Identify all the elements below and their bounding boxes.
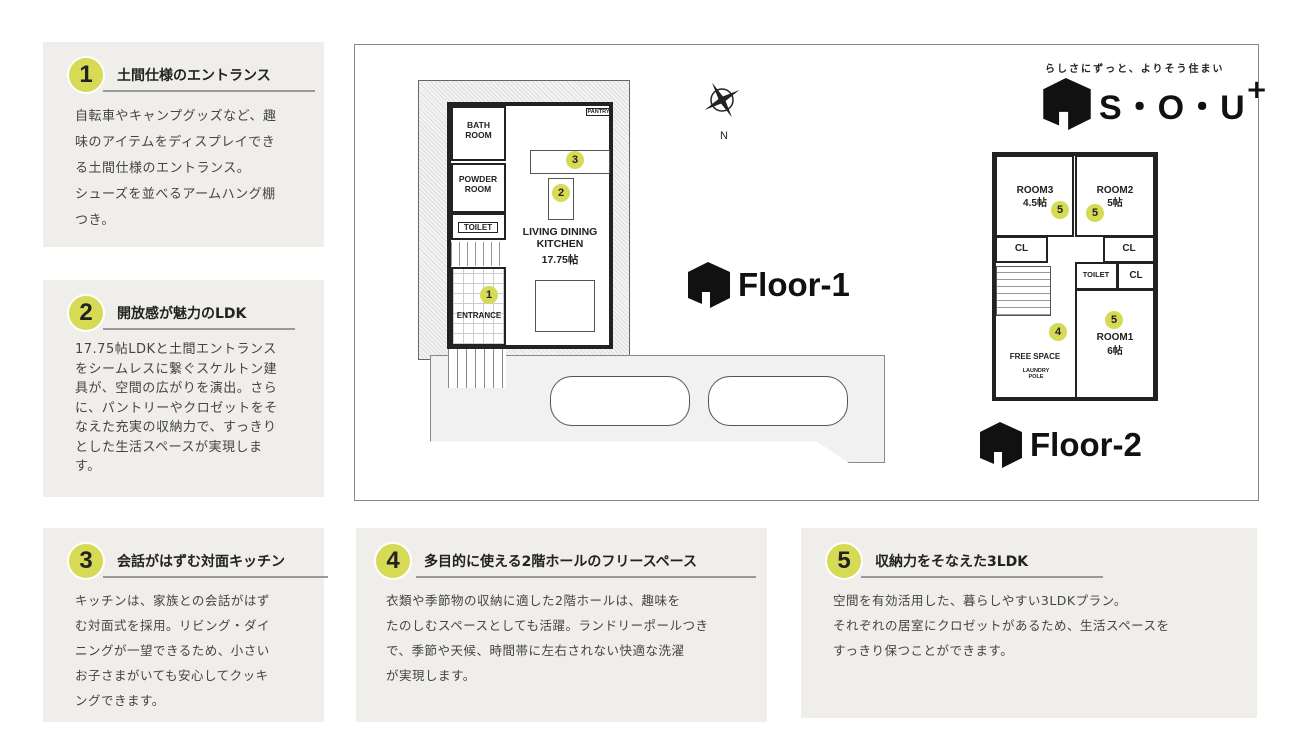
feature-card-2: 2 開放感が魅力のLDK 17.75帖LDKと土間エントランスをシームレスに繋ぐス… [43, 280, 324, 497]
car-icon [708, 376, 848, 426]
laundry-pole-label: LAUNDRY POLE [1022, 368, 1050, 381]
pantry-label: PANTRY [586, 108, 611, 117]
marker-5: 5 [1086, 204, 1104, 222]
marker-1: 1 [480, 286, 498, 304]
divider [103, 576, 328, 578]
feature-number-badge: 4 [374, 542, 412, 580]
car-icon [550, 376, 690, 426]
brand-logo: S・O・U + [1043, 75, 1267, 130]
feature-card-4: 4 多目的に使える2階ホールのフリースペース 衣類や季節物の収納に適した2階ホール… [356, 528, 767, 722]
room1 [1075, 289, 1155, 399]
bath-room [451, 106, 506, 161]
marker-5: 5 [1051, 201, 1069, 219]
feature-number-badge: 3 [67, 542, 105, 580]
feature-title: 開放感が魅力のLDK [117, 306, 247, 322]
divider [103, 90, 315, 92]
feature-title: 多目的に使える2階ホールのフリースペース [424, 554, 697, 570]
free-space-label: FREE SPACE [1009, 352, 1061, 361]
toilet [451, 213, 506, 240]
feature-body: 自転車やキャンプグッズなど、趣味のアイテムをディスプレイできる土間仕様のエントラ… [75, 109, 277, 228]
toilet-label: TOILET [458, 222, 498, 234]
feature-card-5: 5 収納力をそなえた3LDK 空間を有効活用した、暮らしやすい3LDKプラン。それ… [801, 528, 1257, 718]
room2-size: 5帖 [1107, 198, 1123, 209]
brand-tagline: らしさにずっと、よりそう住まい [1045, 64, 1225, 75]
feature-body: キッチンは、家族との会話がはずむ対面式を採用。リビング・ダイニングが一望できるた… [75, 593, 271, 708]
feature-number-badge: 5 [825, 542, 863, 580]
divider [416, 576, 756, 578]
marker-2: 2 [552, 184, 570, 202]
feature-body: 17.75帖LDKと土間エントランスをシームレスに繋ぐスケルトン建具が、空間の広… [75, 342, 278, 474]
feature-card-3: 3 会話がはずむ対面キッチン キッチンは、家族との会話がはずむ対面式を採用。リビン… [43, 528, 328, 722]
closet-label: CL [1014, 243, 1029, 254]
feature-body: 空間を有効活用した、暮らしやすい3LDKプラン。それぞれの居室にクロゼットがある… [833, 593, 1170, 658]
room2-label: ROOM2 [1096, 185, 1134, 196]
stairs [996, 266, 1051, 316]
compass-icon: N [700, 78, 744, 142]
closet [1103, 236, 1155, 263]
powder-room-label: POWDER ROOM [458, 174, 498, 194]
room1-size: 6帖 [1107, 346, 1123, 357]
marker-3: 3 [566, 151, 584, 169]
house-logo-icon [688, 262, 730, 308]
entrance-approach [448, 348, 506, 388]
room2 [1075, 155, 1155, 237]
feature-title: 収納力をそなえた3LDK [875, 554, 1029, 570]
feature-title: 土間仕様のエントランス [117, 68, 271, 84]
stairs [451, 242, 506, 266]
compass-north-label: N [720, 130, 728, 142]
room1-label: ROOM1 [1096, 332, 1134, 343]
house-logo-icon [1043, 78, 1091, 130]
house-logo-icon [980, 422, 1022, 468]
entrance-label: ENTRANCE [456, 311, 502, 320]
powder-room [451, 163, 506, 213]
toilet-label: TOILET [1082, 270, 1110, 279]
bath-room-label: BATH ROOM [465, 120, 492, 140]
closet-label: CL [1122, 243, 1136, 254]
ldk-size: 17.75帖 [541, 254, 579, 266]
feature-body: 衣類や季節物の収納に適した2階ホールは、趣味をたのしむスペースとしても活躍。ラン… [386, 593, 709, 683]
marker-4: 4 [1049, 323, 1067, 341]
marker-5: 5 [1105, 311, 1123, 329]
sofa [535, 280, 595, 332]
feature-card-1: 1 土間仕様のエントランス 自転車やキャンプグッズなど、趣味のアイテムをディスプレ… [43, 42, 324, 247]
closet [995, 236, 1048, 263]
entrance-room [451, 267, 506, 346]
feature-number-badge: 2 [67, 294, 105, 332]
floor-1-heading: Floor-1 [688, 262, 850, 308]
divider [103, 328, 295, 330]
ldk-label: LIVING DINING KITCHEN [522, 226, 598, 251]
divider [861, 576, 1103, 578]
feature-title: 会話がはずむ対面キッチン [117, 554, 285, 570]
room3-size: 4.5帖 [1023, 198, 1047, 209]
dining-table [548, 178, 574, 220]
room3-label: ROOM3 [1016, 185, 1054, 196]
closet-label: CL [1129, 270, 1143, 281]
kitchen-counter [530, 150, 610, 174]
room3 [995, 155, 1074, 237]
floor-2-heading: Floor-2 [980, 422, 1142, 468]
feature-number-badge: 1 [67, 56, 105, 94]
